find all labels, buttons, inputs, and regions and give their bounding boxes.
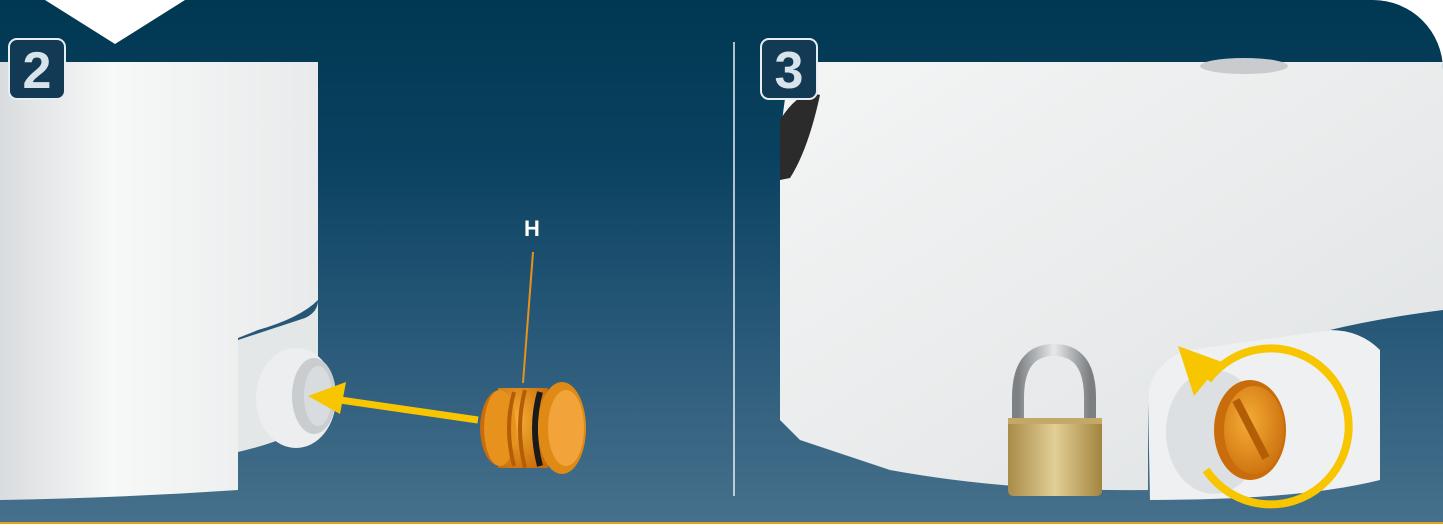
callout-label-h: H xyxy=(524,216,540,242)
callout-leader xyxy=(523,252,533,383)
top-notch xyxy=(45,0,185,44)
step-number-badge-2: 2 xyxy=(8,38,66,100)
panel-step-2 xyxy=(0,62,586,500)
panel-step-3 xyxy=(780,58,1443,504)
plug-h xyxy=(480,382,586,474)
cap-screwed xyxy=(1214,380,1286,480)
bottom-strip xyxy=(0,524,1443,528)
step-number-badge-3: 3 xyxy=(760,38,818,100)
